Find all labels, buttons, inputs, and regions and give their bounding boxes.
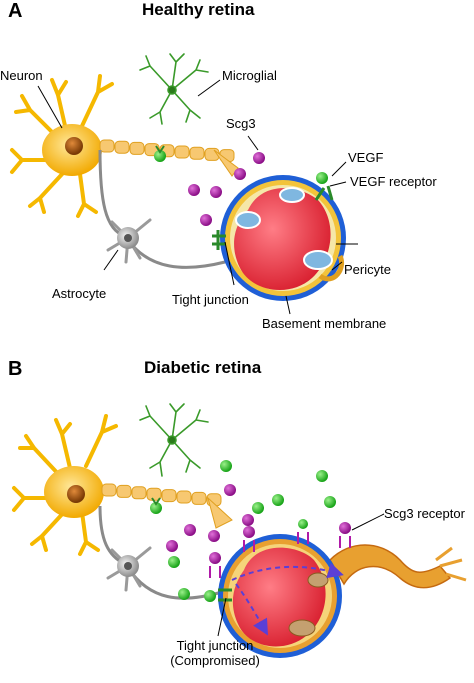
panel-b-neuron [12,414,233,556]
panel-b-scg3-molecules [166,484,254,552]
axon-segment [191,491,207,505]
panel-a-letter: A [8,0,23,22]
panel-a-axon-receptor [154,145,166,162]
panel-a-blood-vessel [220,175,346,301]
panel-b-microglia [139,403,209,477]
panel-b-title: Diabetic retina [144,358,262,377]
panel-b-tight-junction [204,588,232,602]
panel-a-neuron [10,74,239,218]
label-tight-junction: Tight junction [172,292,249,307]
panel-a-vegf-receptor [314,172,334,201]
panel-b-blood-vessel [218,534,467,658]
panel-b-callout-lines [217,513,385,637]
axon-segment [161,489,177,503]
axon-segment [101,483,117,497]
label-scg3: Scg3 [226,116,256,131]
axon-segment [176,490,192,504]
label-neuron: Neuron [0,68,43,83]
panel-b-letter: B [8,358,23,380]
axon-segment [189,146,205,160]
panel-a-callout-lines [37,79,358,315]
panel-a-title: Healthy retina [142,0,255,19]
axon-segment [116,484,132,498]
label-vegf-receptor: VEGF receptor [350,174,437,189]
axon-segment [114,140,130,154]
panel-b-astrocyte [98,505,223,600]
label-tight-junction-compromised: Tight junction (Compromised) [160,638,270,668]
label-scg3-receptor: Scg3 receptor [384,506,465,521]
panel-b-vegf-molecules [168,460,336,600]
axon-segment [131,486,147,500]
panel-a-astrocyte [98,149,226,269]
label-tight-junction-line2: (Compromised) [170,653,260,668]
label-vegf: VEGF [348,150,384,165]
panel-a-scg3-molecules [188,152,265,226]
panel-a-microglia [139,53,209,125]
axon-segment [99,139,115,153]
panel-b-scg3-receptors [209,519,351,578]
axon-segment [129,141,145,155]
label-microglial: Microglial [222,68,277,83]
label-basement-membrane: Basement membrane [262,316,387,331]
label-pericyte: Pericyte [344,262,391,277]
panel-b-axon-receptor [150,497,162,514]
axon-segment [174,145,190,159]
label-astrocyte: Astrocyte [52,286,107,301]
panel-a-tight-junction [212,230,226,250]
label-tight-junction-line1: Tight junction [176,638,254,653]
